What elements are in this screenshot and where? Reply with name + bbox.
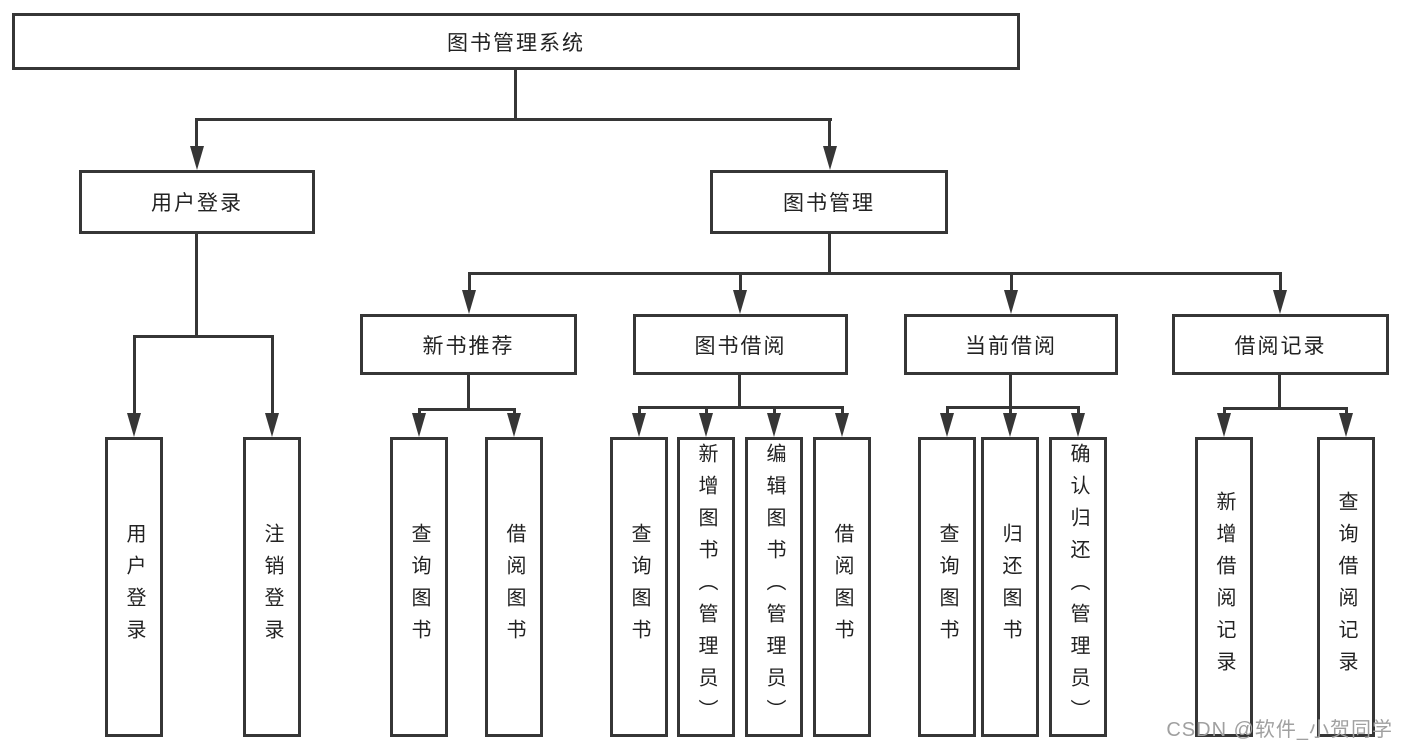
- leaf-query-books-recommend-label: 查询图书: [408, 523, 430, 651]
- leaf-query-borrow-record: 查询借阅记录: [1317, 437, 1375, 737]
- connector-line: [773, 406, 776, 417]
- connector-line: [841, 406, 844, 417]
- connector-line: [418, 408, 421, 417]
- leaf-borrow-books-borrowing-label: 借阅图书: [831, 523, 853, 651]
- connector-line: [196, 118, 832, 121]
- arrowhead-down-icon: [1339, 413, 1353, 437]
- leaf-query-books-current-label: 查询图书: [936, 523, 958, 651]
- leaf-confirm-return-admin-label: 确认归还（管理员）: [1067, 443, 1089, 731]
- leaf-query-books-borrowing: 查询图书: [610, 437, 668, 737]
- connector-line: [271, 335, 274, 417]
- connector-line: [638, 406, 844, 409]
- node-user-login: 用户登录: [79, 170, 315, 234]
- node-book-borrowing-label: 图书借阅: [694, 334, 787, 358]
- arrowhead-down-icon: [767, 413, 781, 437]
- connector-line: [705, 406, 708, 417]
- connector-line: [195, 118, 198, 152]
- node-book-management-label: 图书管理: [783, 192, 875, 215]
- connector-line: [1278, 375, 1281, 409]
- connector-line: [1009, 406, 1012, 417]
- connector-line: [514, 70, 517, 120]
- leaf-edit-book-admin: 编辑图书（管理员）: [745, 437, 803, 737]
- arrowhead-down-icon: [940, 413, 954, 437]
- leaf-logout: 注销登录: [243, 437, 301, 737]
- connector-line: [418, 408, 516, 411]
- connector-line: [1223, 407, 1348, 410]
- node-current-borrowing: 当前借阅: [904, 314, 1118, 375]
- connector-line: [946, 406, 949, 417]
- node-borrowing-records: 借阅记录: [1172, 314, 1389, 375]
- connector-line: [638, 406, 641, 417]
- node-user-login-label: 用户登录: [151, 192, 243, 215]
- connector-line: [468, 272, 1282, 275]
- arrowhead-down-icon: [1004, 290, 1018, 314]
- connector-line: [468, 272, 471, 296]
- connector-line: [1223, 407, 1226, 417]
- leaf-query-books-recommend: 查询图书: [390, 437, 448, 737]
- arrowhead-down-icon: [1071, 413, 1085, 437]
- connector-line: [513, 408, 516, 417]
- arrowhead-down-icon: [412, 413, 426, 437]
- connector-line: [1077, 406, 1080, 417]
- arrowhead-down-icon: [507, 413, 521, 437]
- arrowhead-down-icon: [1217, 413, 1231, 437]
- leaf-add-book-admin-label: 新增图书（管理员）: [695, 443, 717, 731]
- arrowhead-down-icon: [1003, 413, 1017, 437]
- leaf-logout-label: 注销登录: [261, 523, 283, 651]
- leaf-query-borrow-record-label: 查询借阅记录: [1335, 491, 1357, 683]
- node-book-management: 图书管理: [710, 170, 948, 234]
- leaf-user-login-label: 用户登录: [123, 523, 145, 651]
- node-new-book-recommend: 新书推荐: [360, 314, 577, 375]
- leaf-add-book-admin: 新增图书（管理员）: [677, 437, 735, 737]
- connector-line: [1345, 407, 1348, 417]
- leaf-return-book-label: 归还图书: [999, 523, 1021, 651]
- arrowhead-down-icon: [699, 413, 713, 437]
- connector-line: [828, 118, 831, 152]
- connector-line: [467, 375, 470, 410]
- leaf-add-borrow-record: 新增借阅记录: [1195, 437, 1253, 737]
- arrowhead-down-icon: [835, 413, 849, 437]
- arrowhead-down-icon: [733, 290, 747, 314]
- leaf-borrow-books-recommend: 借阅图书: [485, 437, 543, 737]
- connector-line: [1009, 375, 1012, 408]
- connector-line: [1279, 272, 1282, 296]
- arrowhead-down-icon: [632, 413, 646, 437]
- leaf-add-borrow-record-label: 新增借阅记录: [1213, 491, 1235, 683]
- arrowhead-down-icon: [265, 413, 279, 437]
- leaf-user-login: 用户登录: [105, 437, 163, 737]
- arrowhead-down-icon: [127, 413, 141, 437]
- leaf-edit-book-admin-label: 编辑图书（管理员）: [763, 443, 785, 731]
- connector-line: [738, 375, 741, 408]
- connector-line: [828, 234, 831, 274]
- arrowhead-down-icon: [1273, 290, 1287, 314]
- connector-line: [133, 335, 274, 338]
- node-root: 图书管理系统: [12, 13, 1020, 70]
- connector-line: [946, 406, 1080, 409]
- connector-line: [195, 234, 198, 337]
- arrowhead-down-icon: [462, 290, 476, 314]
- arrowhead-down-icon: [190, 146, 204, 170]
- connector-line: [739, 272, 742, 296]
- connector-line: [1010, 272, 1013, 296]
- leaf-query-books-borrowing-label: 查询图书: [628, 523, 650, 651]
- leaf-return-book: 归还图书: [981, 437, 1039, 737]
- arrowhead-down-icon: [823, 146, 837, 170]
- node-book-borrowing: 图书借阅: [633, 314, 848, 375]
- csdn-watermark: CSDN @软件_小贺同学: [1166, 719, 1393, 741]
- node-borrowing-records-label: 借阅记录: [1234, 334, 1327, 358]
- leaf-query-books-current: 查询图书: [918, 437, 976, 737]
- leaf-confirm-return-admin: 确认归还（管理员）: [1049, 437, 1107, 737]
- leaf-borrow-books-recommend-label: 借阅图书: [503, 523, 525, 651]
- leaf-borrow-books-borrowing: 借阅图书: [813, 437, 871, 737]
- node-root-label: 图书管理系统: [447, 31, 585, 55]
- node-current-borrowing-label: 当前借阅: [965, 334, 1057, 358]
- connector-line: [133, 335, 136, 417]
- node-new-book-recommend-label: 新书推荐: [422, 334, 515, 358]
